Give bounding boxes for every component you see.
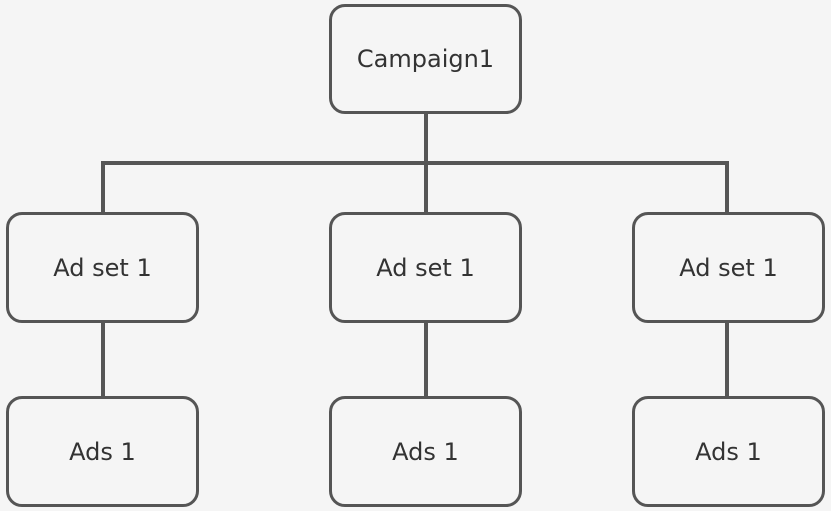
- ads-node-2[interactable]: Ads 1: [329, 396, 522, 507]
- ads-node-1[interactable]: Ads 1: [6, 396, 199, 507]
- campaign-node-label: Campaign1: [356, 45, 495, 73]
- ad-set-node-3[interactable]: Ad set 1: [632, 212, 825, 323]
- ads-node-2-label: Ads 1: [392, 437, 459, 466]
- ads-node-3-label: Ads 1: [695, 437, 762, 466]
- ads-node-1-label: Ads 1: [69, 437, 136, 466]
- ad-set-node-2-label: Ad set 1: [376, 253, 475, 282]
- ad-set-node-1[interactable]: Ad set 1: [6, 212, 199, 323]
- campaign-node[interactable]: Campaign1: [329, 4, 522, 114]
- ads-node-3[interactable]: Ads 1: [632, 396, 825, 507]
- ad-set-node-3-label: Ad set 1: [679, 253, 778, 282]
- ad-set-node-1-label: Ad set 1: [53, 253, 152, 282]
- ad-set-node-2[interactable]: Ad set 1: [329, 212, 522, 323]
